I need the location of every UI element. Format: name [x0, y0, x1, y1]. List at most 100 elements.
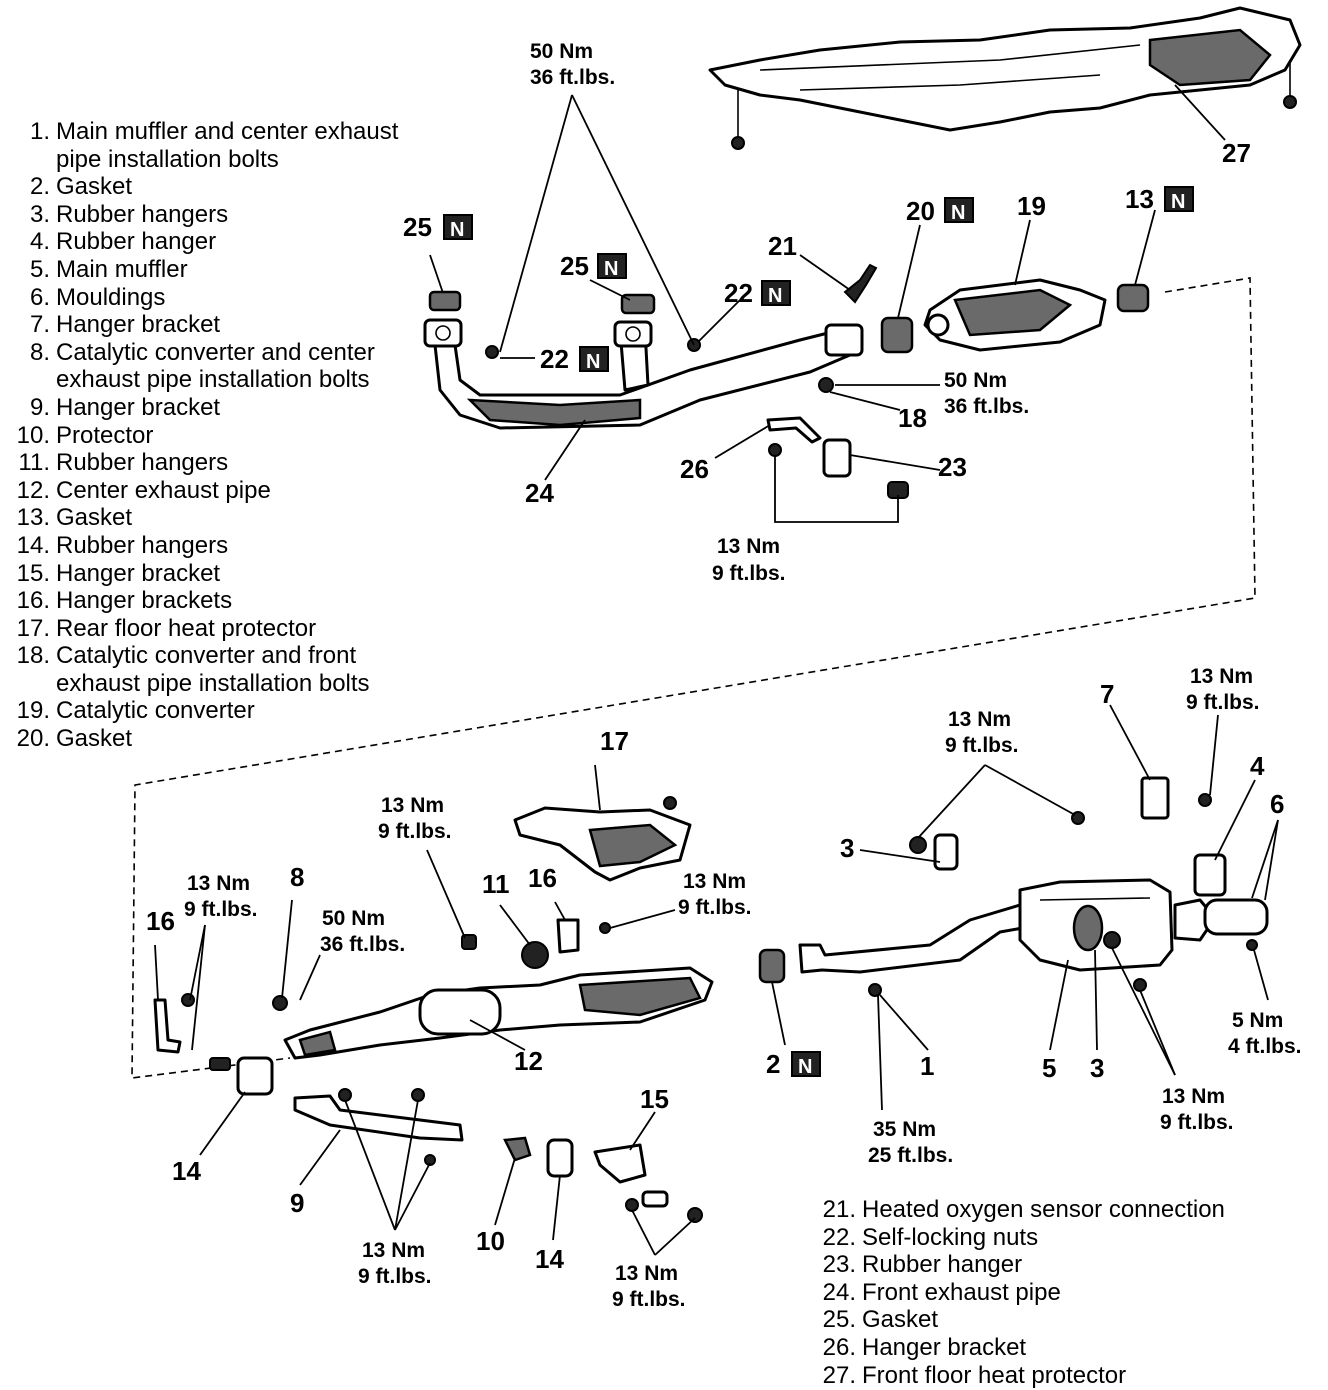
legend-item-text: Heated oxygen sensor connection [862, 1196, 1225, 1223]
center-exhaust-pipe [283, 966, 714, 1060]
legend-item: 11.Rubber hangers [0, 449, 398, 477]
legend-item-number: 11. [18, 449, 50, 477]
legend-item-number: 19. [16, 697, 50, 725]
legend-item-text: Catalytic converter [56, 697, 255, 725]
callout-7: 7 [1100, 679, 1114, 709]
legend-item-text: Hanger brackets [56, 587, 233, 615]
callout-14-left: 14 [172, 1156, 201, 1186]
bolt-26 [768, 443, 782, 457]
legend-item-text: Gasket [56, 725, 133, 753]
callout-25-left: 25 [403, 212, 432, 242]
legend-left: 1.Main muffler and center exhaust pipe i… [0, 118, 399, 753]
legend-item-text: Rubber hangers [56, 200, 229, 228]
callout-4: 4 [1250, 751, 1265, 781]
bolt-9-right [411, 1088, 425, 1102]
callout-2: 2 [766, 1049, 780, 1079]
badge-n: N [798, 1056, 812, 1078]
bolt-15-right [687, 1207, 703, 1223]
torque-50nm-top-1: 50 Nm [530, 40, 593, 63]
callout-8: 8 [290, 862, 304, 892]
legend-item: 5.Main muffler [0, 256, 398, 284]
callout-23: 23 [938, 452, 967, 482]
torque-5nm-2: 4 ft.lbs. [1228, 1035, 1302, 1058]
legend-item-number: 7. [29, 311, 50, 339]
callout-14-bottom: 14 [535, 1244, 564, 1274]
legend-item: 14.Rubber hangers [0, 532, 398, 560]
badge-13 [1164, 186, 1194, 212]
legend-item-text: Rear floor heat protector [56, 614, 317, 642]
legend-item: 9.Hanger bracket [0, 394, 398, 422]
badge-n: N [768, 285, 782, 307]
badge-n: N [604, 258, 618, 280]
legend-item-number: 26. [822, 1333, 856, 1361]
legend-item-number: 27. [822, 1361, 856, 1389]
callout-numbers: 25 N 25 N 22 N 22 N 21 20 N 19 13 N 27 1… [146, 138, 1284, 1274]
torque-50nm-right-2: 36 ft.lbs. [944, 395, 1029, 418]
badge-25-left [443, 214, 473, 240]
legend-item: 7.Hanger bracket [0, 311, 398, 339]
torque-13nm-front-1: 13 Nm [717, 535, 780, 558]
legend-item-number: 24. [822, 1278, 856, 1306]
callout-21: 21 [768, 231, 797, 261]
legend-item-number: 1. [29, 118, 50, 145]
bolt-16-mid [599, 922, 611, 934]
legend-item-text: Self-locking nuts [862, 1223, 1039, 1251]
torque-13nm-muffler-bottom-1: 13 Nm [1162, 1085, 1225, 1108]
bolt-7-right [1198, 793, 1212, 807]
leader-lines [154, 84, 1279, 1256]
callout-9: 9 [290, 1188, 304, 1218]
legend-item: 22.Self-locking nuts [806, 1224, 1225, 1252]
legend-item: 24.Front exhaust pipe [806, 1279, 1225, 1307]
torque-13nm-topright-1: 13 Nm [1190, 665, 1253, 688]
gasket-25-left [428, 290, 462, 312]
legend-item-text: Hanger bracket [56, 311, 221, 339]
legend-item: 4.Rubber hanger [0, 228, 398, 256]
callout-15: 15 [640, 1084, 669, 1114]
legend-item-number: 12. [16, 476, 50, 504]
callout-3-bottom: 3 [1090, 1053, 1104, 1083]
bolt-14-left [209, 1057, 231, 1071]
front-exhaust-pipe [423, 318, 864, 430]
badge-n: N [586, 351, 600, 373]
legend-item-number: 18. [16, 642, 50, 670]
callout-12: 12 [514, 1046, 543, 1076]
legend-item-text: Catalytic converter and front exhaust pi… [56, 642, 370, 697]
legend-item-text: Hanger bracket [56, 559, 221, 587]
badge-22-top [761, 280, 791, 306]
legend-item: 13.Gasket [0, 504, 398, 532]
rubber-hanger-3-top [909, 836, 927, 854]
legend-item: 8.Catalytic converter and center exhaust… [0, 339, 398, 394]
front-floor-heat-protector [708, 6, 1302, 150]
rubber-hanger-3-top-b [933, 833, 959, 871]
legend-item-text: Catalytic converter and center exhaust p… [56, 338, 375, 394]
torque-13nm-bracket16-2: 9 ft.lbs. [678, 896, 752, 919]
legend-item-number: 22. [822, 1223, 856, 1251]
hanger-bracket-7 [1140, 776, 1170, 820]
badge-20 [944, 197, 974, 223]
main-muffler [1018, 878, 1174, 972]
callout-24: 24 [525, 478, 554, 508]
bolt-9-bottom [424, 1154, 436, 1166]
bolt-8 [272, 995, 288, 1011]
legend-item: 20.Gasket [0, 725, 398, 753]
torque-13nm-front-2: 9 ft.lbs. [712, 562, 786, 585]
legend-item-number: 16. [16, 587, 50, 615]
callout-13: 13 [1125, 184, 1154, 214]
legend-item: 12.Center exhaust pipe [0, 477, 398, 505]
assembly-connector-line [131, 277, 1256, 1079]
legend-item-number: 9. [29, 393, 50, 421]
hanger-bracket-9 [293, 1094, 464, 1142]
legend-item-number: 20. [16, 725, 50, 753]
legend-item: 6.Mouldings [0, 284, 398, 312]
torque-50nm-top-2: 36 ft.lbs. [530, 66, 615, 89]
rear-floor-heat-protector [513, 796, 692, 882]
legend-item-number: 10. [16, 421, 50, 449]
legend-item-text: Center exhaust pipe [56, 476, 271, 504]
rubber-hanger-14-left [236, 1056, 274, 1096]
legend-item: 27.Front floor heat protector [806, 1362, 1225, 1390]
bolt-9-left [338, 1088, 352, 1102]
torque-13nm-bottom-right-1: 13 Nm [615, 1262, 678, 1285]
legend-item: 3.Rubber hangers [0, 201, 398, 229]
